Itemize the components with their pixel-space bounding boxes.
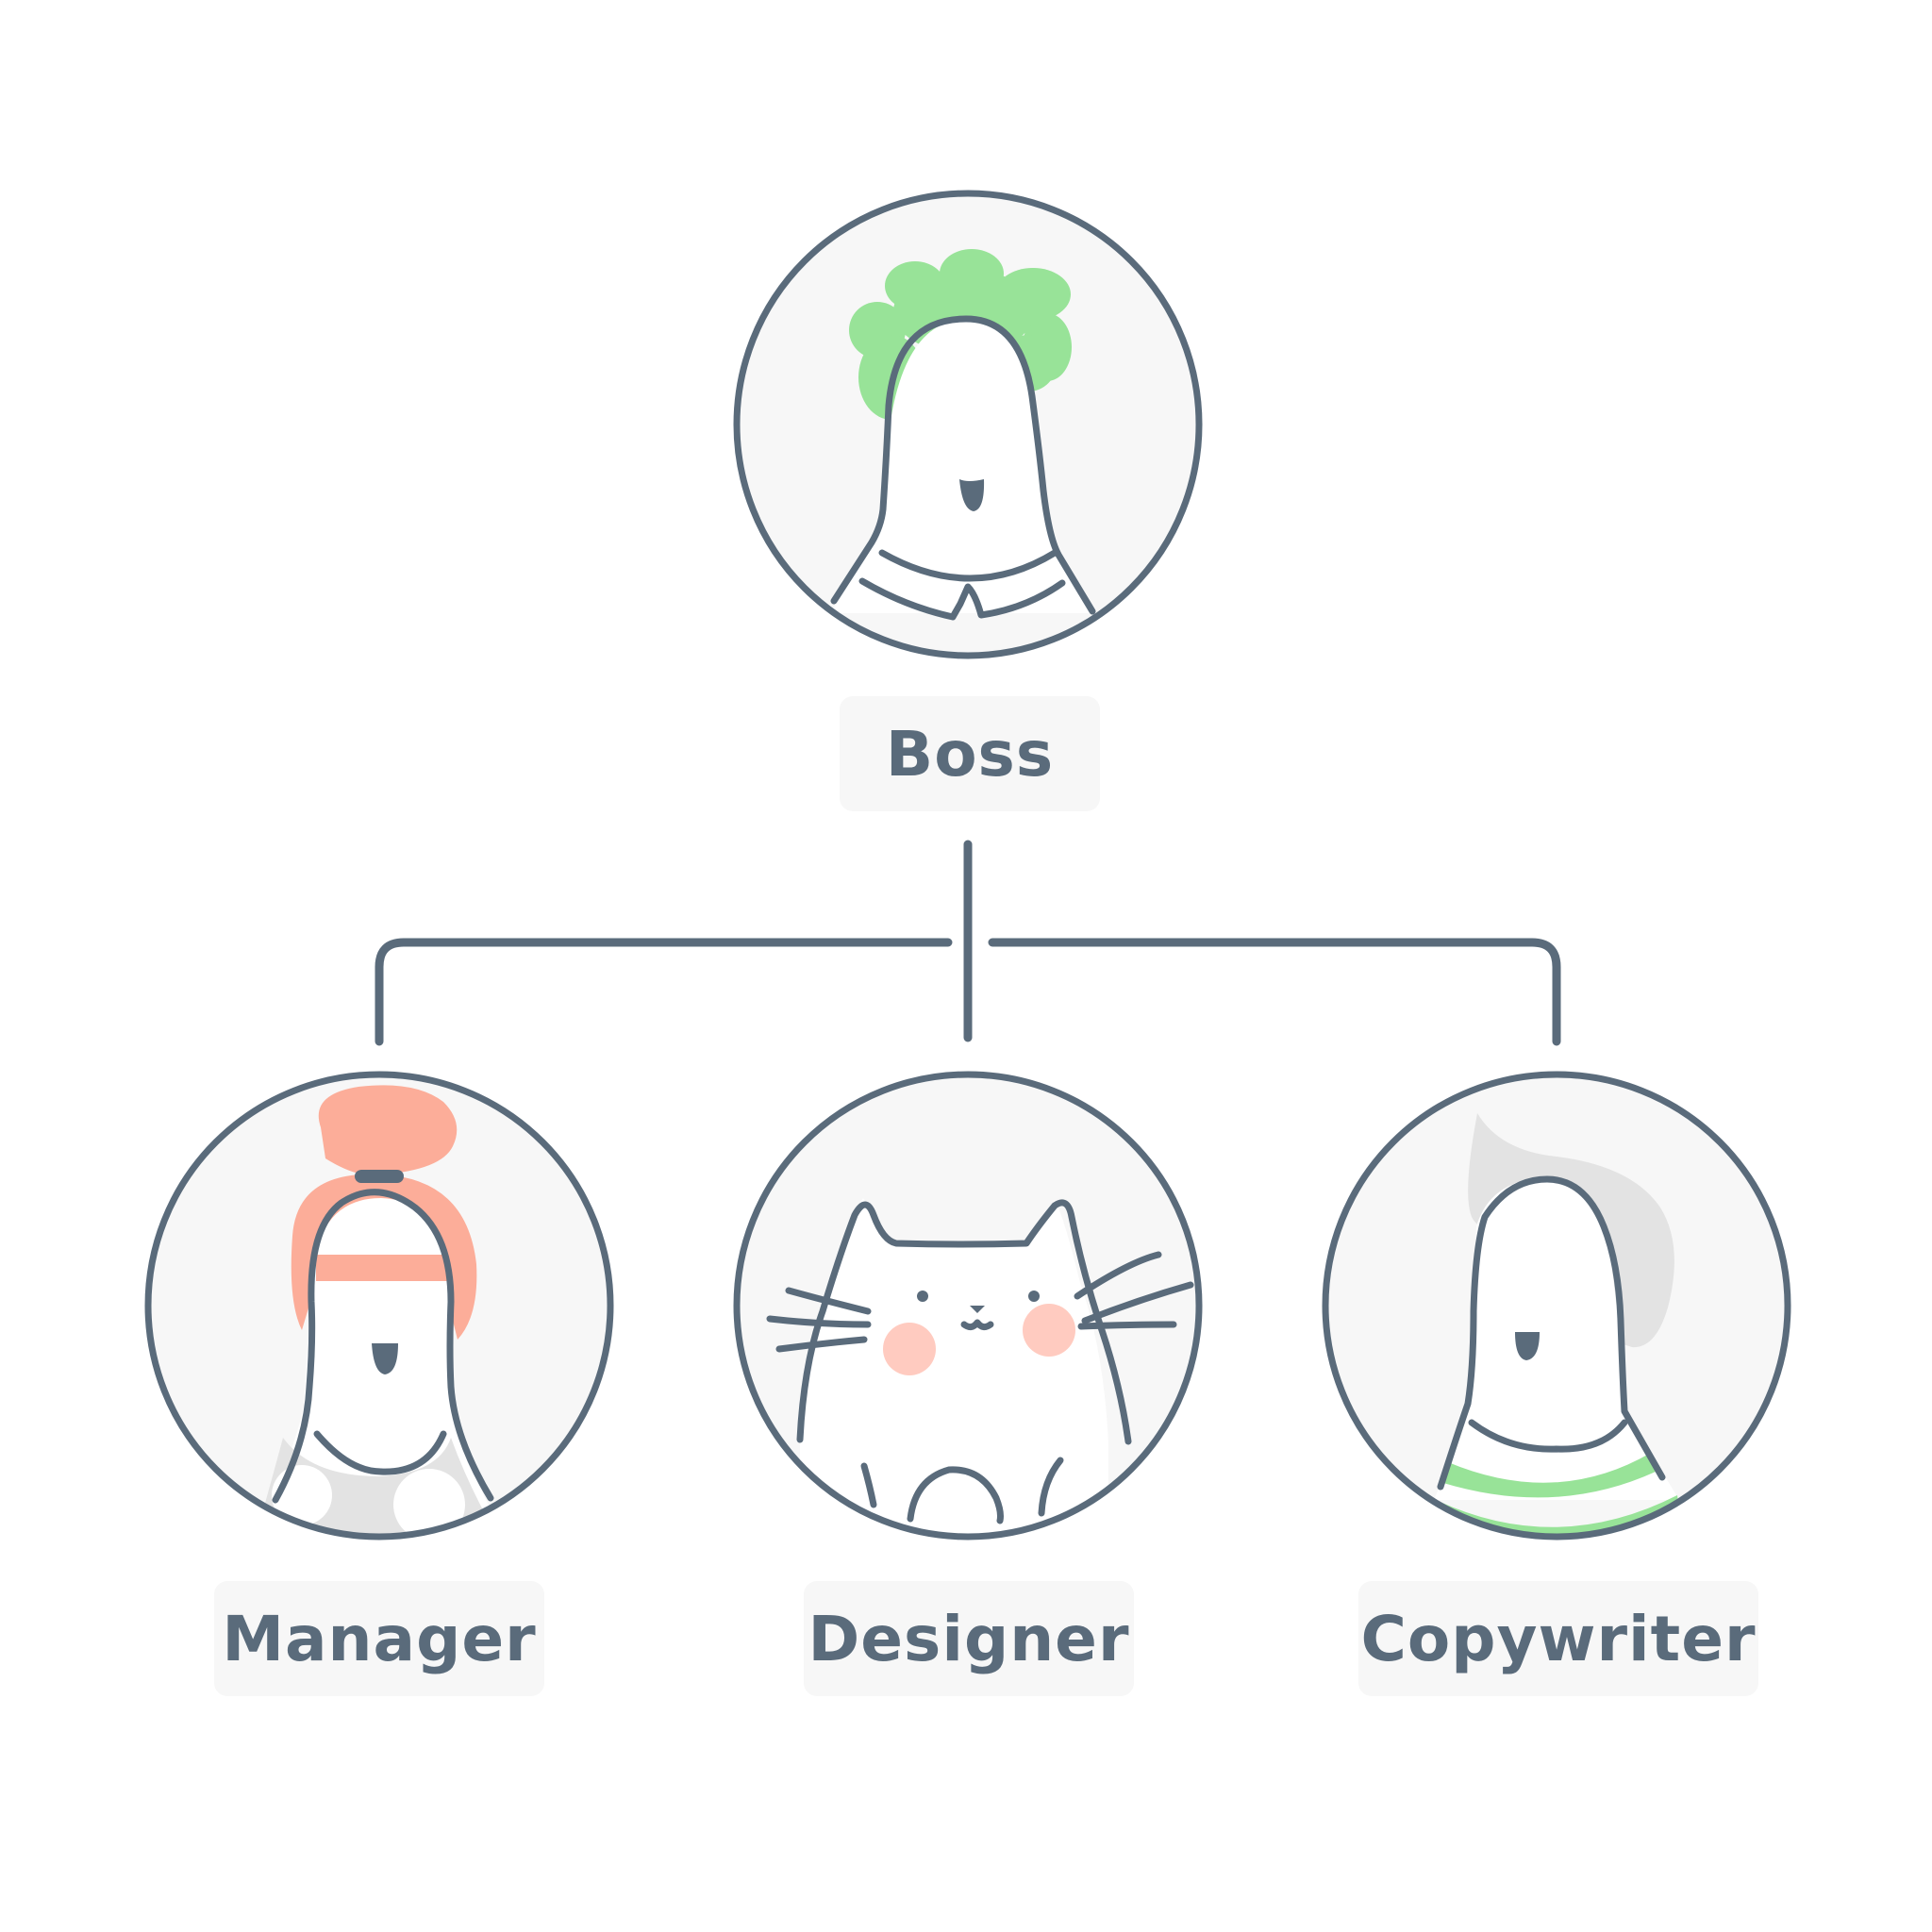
copywriter-avatar-icon — [1322, 1071, 1791, 1541]
copywriter-label: Copywriter — [1360, 1602, 1757, 1675]
node-label-copywriter: Copywriter — [1358, 1581, 1758, 1696]
node-label-designer: Designer — [804, 1581, 1134, 1696]
node-label-manager: Manager — [214, 1581, 544, 1696]
connector-lines — [375, 840, 1561, 1046]
edge-boss-manager — [375, 938, 953, 1046]
designer-cat-icon — [733, 1071, 1203, 1541]
manager-avatar-icon — [144, 1071, 614, 1541]
boss-avatar-icon — [733, 190, 1203, 659]
boss-label: Boss — [885, 717, 1055, 791]
node-label-boss: Boss — [840, 696, 1100, 811]
manager-label: Manager — [222, 1602, 537, 1675]
edge-boss-copywriter — [988, 938, 1561, 1046]
designer-label: Designer — [808, 1602, 1130, 1675]
